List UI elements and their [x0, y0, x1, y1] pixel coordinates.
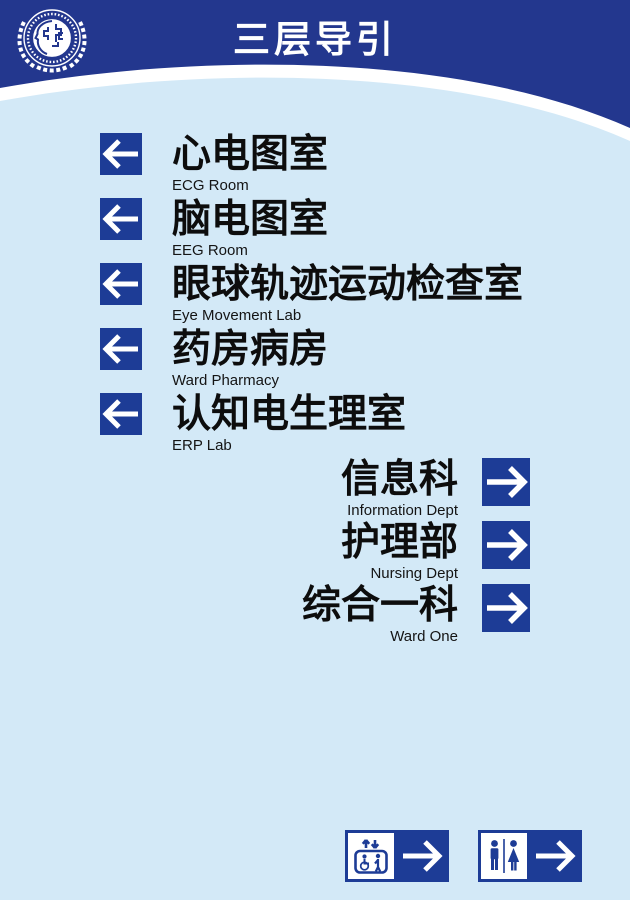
- elevator-badge: [345, 830, 449, 882]
- entry-name-zh: 综合一科: [301, 584, 458, 627]
- entry-name-en: Information Dept: [347, 502, 458, 519]
- entry-name-zh: 信息科: [340, 458, 458, 501]
- right-arrow-icon: [482, 584, 530, 632]
- right-arrow-icon: [527, 835, 582, 877]
- entry-text: 眼球轨迹运动检查室 Eye Movement Lab: [172, 263, 523, 324]
- entry-text: 信息科 Information Dept: [341, 458, 458, 519]
- entry-name-zh: 脑电图室: [172, 198, 329, 241]
- directory-entry-left: 心电图室 ECG Room: [0, 133, 630, 198]
- facility-badges: [0, 830, 630, 882]
- entry-name-zh: 药房病房: [172, 328, 329, 371]
- entry-text: 药房病房 Ward Pharmacy: [172, 328, 328, 389]
- entry-name-zh: 心电图室: [172, 133, 329, 176]
- entry-name-zh: 护理部: [340, 521, 458, 564]
- directory-entry-left: 药房病房 Ward Pharmacy: [0, 328, 630, 393]
- entry-text: 心电图室 ECG Room: [172, 133, 328, 194]
- left-arrow-icon: [100, 263, 142, 305]
- entry-name-en: ECG Room: [172, 177, 249, 194]
- directory-entry-right: 信息科 Information Dept: [0, 458, 630, 521]
- directory-entry-left: 脑电图室 EEG Room: [0, 198, 630, 263]
- entry-name-en: EEG Room: [172, 242, 248, 259]
- entry-name-en: Nursing Dept: [370, 565, 458, 582]
- entry-name-en: Ward Pharmacy: [172, 372, 279, 389]
- restroom-badge: [478, 830, 582, 882]
- left-arrow-icon: [100, 393, 142, 435]
- hospital-logo-icon: [17, 9, 87, 73]
- restroom-icon: [481, 833, 527, 879]
- header-band: [0, 0, 630, 141]
- page-title: 三层导引: [233, 19, 397, 60]
- entry-text: 护理部 Nursing Dept: [341, 521, 458, 582]
- directory-list: 心电图室 ECG Room 脑电图室 EEG Room 眼球轨迹运动检查室 Ey…: [0, 133, 630, 647]
- elevator-icon: [348, 833, 394, 879]
- right-arrow-icon: [482, 458, 530, 506]
- entry-text: 认知电生理室 ERP Lab: [172, 393, 406, 454]
- left-arrow-icon: [100, 328, 142, 370]
- right-arrow-icon: [482, 521, 530, 569]
- directory-entry-left: 认知电生理室 ERP Lab: [0, 393, 630, 458]
- entry-name-en: Ward One: [390, 628, 458, 645]
- directory-entry-right: 护理部 Nursing Dept: [0, 521, 630, 584]
- directory-entry-left: 眼球轨迹运动检查室 Eye Movement Lab: [0, 263, 630, 328]
- left-arrow-icon: [100, 198, 142, 240]
- entry-name-zh: 眼球轨迹运动检查室: [172, 263, 524, 306]
- entry-text: 综合一科 Ward One: [302, 584, 458, 645]
- entry-name-en: ERP Lab: [172, 437, 232, 454]
- left-arrow-icon: [100, 133, 142, 175]
- entry-text: 脑电图室 EEG Room: [172, 198, 328, 259]
- directory-entry-right: 综合一科 Ward One: [0, 584, 630, 647]
- right-arrow-icon: [394, 835, 449, 877]
- entry-name-en: Eye Movement Lab: [172, 307, 302, 324]
- entry-name-zh: 认知电生理室: [172, 393, 407, 436]
